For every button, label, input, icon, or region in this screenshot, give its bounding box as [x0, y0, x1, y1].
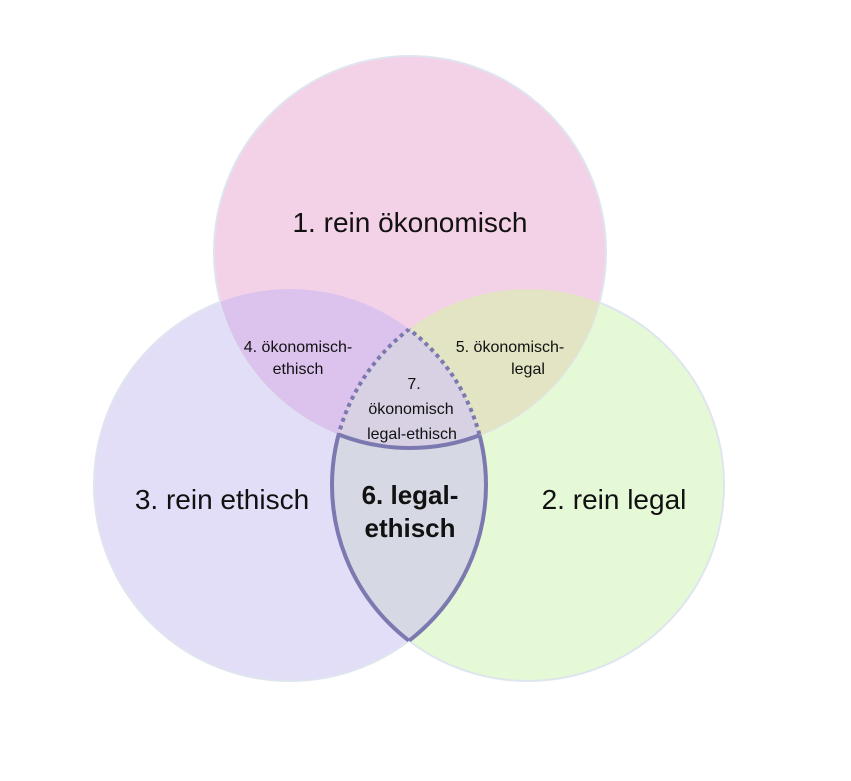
label-all-2: ökonomisch: [368, 401, 453, 418]
overlap-all: [332, 289, 486, 448]
label-oekonomisch-ethisch-1: 4. ökonomisch-: [244, 339, 353, 356]
label-legal-ethisch-1: 6. legal-: [362, 480, 459, 510]
label-all-1: 7.: [407, 376, 420, 393]
label-rein-oekonomisch: 1. rein ökonomisch: [292, 207, 527, 238]
label-oekonomisch-ethisch-2: ethisch: [273, 361, 324, 378]
label-all-3: legal-ethisch: [367, 426, 457, 443]
label-rein-legal: 2. rein legal: [542, 484, 687, 515]
label-legal-ethisch-2: ethisch: [364, 513, 455, 543]
label-oekonomisch-legal-2: legal: [511, 361, 545, 378]
label-rein-ethisch: 3. rein ethisch: [135, 484, 309, 515]
label-oekonomisch-legal-1: 5. ökonomisch-: [456, 339, 565, 356]
